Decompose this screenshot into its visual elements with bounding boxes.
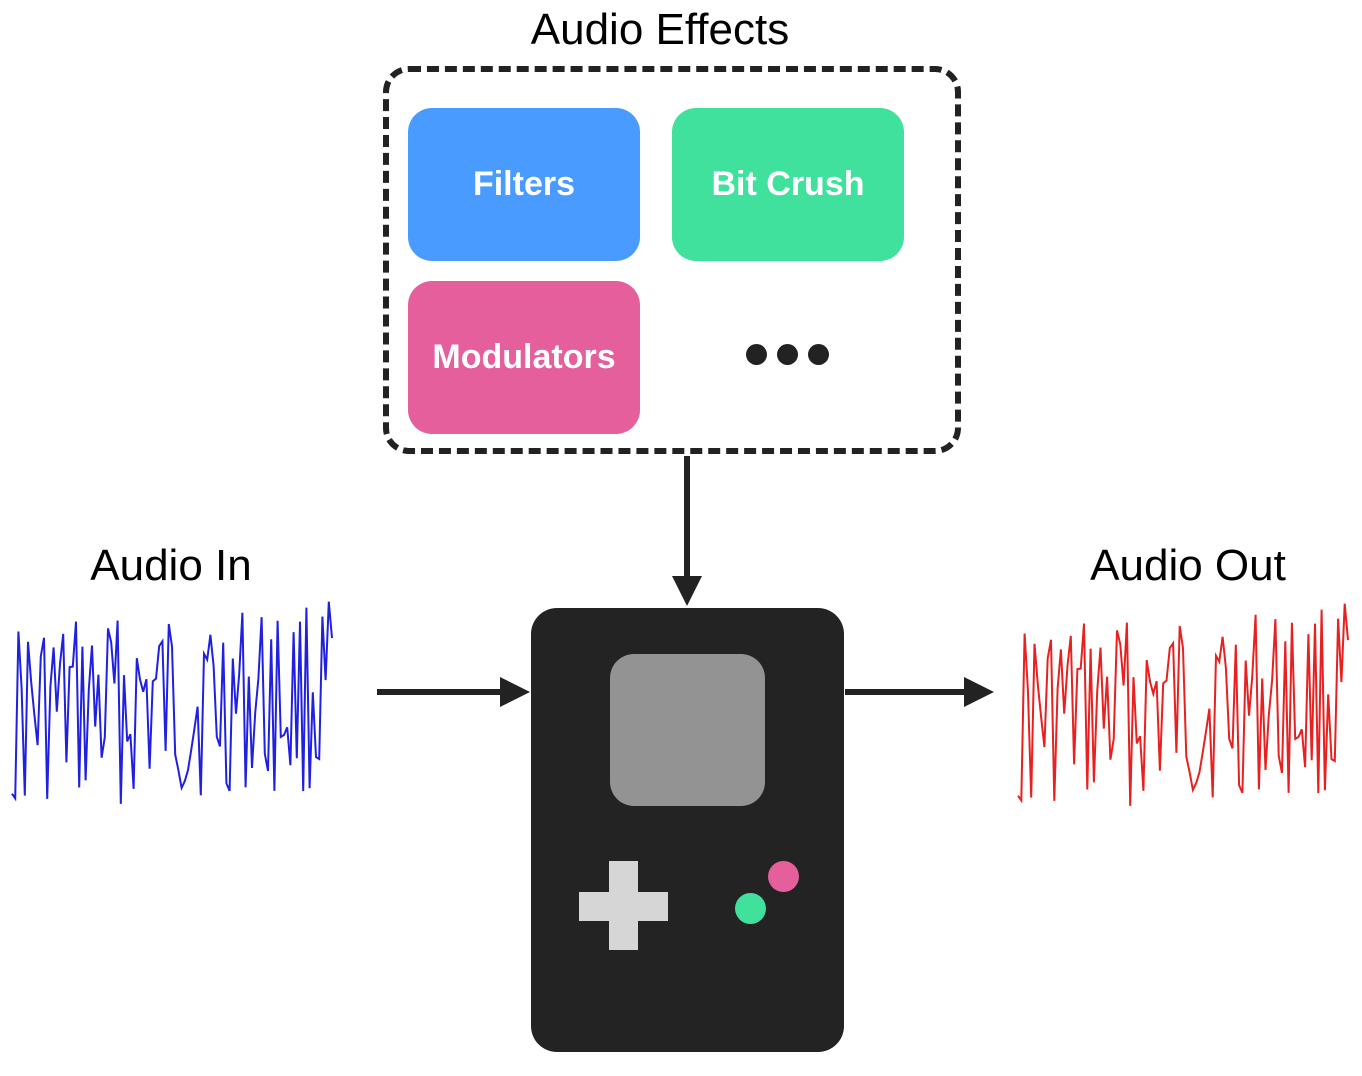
console-button-b (735, 893, 766, 924)
effect-tile-label: Modulators (432, 338, 616, 376)
audio-in-waveform (11, 601, 333, 804)
ellipsis-icon (746, 344, 829, 365)
audio-effects-group (383, 66, 961, 454)
ellipsis-dot (777, 344, 798, 365)
audio-in-label: Audio In (90, 541, 252, 590)
arrowhead (500, 677, 530, 707)
effect-tile-filters[interactable]: Filters (408, 108, 640, 261)
arrowhead (672, 576, 702, 606)
ellipsis-dot (808, 344, 829, 365)
audio-out-label: Audio Out (1090, 541, 1286, 590)
effect-tile-label: Filters (472, 165, 576, 203)
console-screen (610, 654, 765, 806)
arrowhead (964, 677, 994, 707)
handheld-game-console-icon (531, 608, 844, 1052)
audio-out-waveform (1017, 603, 1349, 806)
ellipsis-dot (746, 344, 767, 365)
console-button-a (768, 861, 799, 892)
effect-tile-label: Bit Crush (711, 165, 865, 203)
effect-tile-modulators[interactable]: Modulators (408, 281, 640, 434)
effect-tile-bit-crush[interactable]: Bit Crush (672, 108, 904, 261)
audio-effects-title: Audio Effects (530, 5, 790, 54)
arrows (377, 456, 994, 707)
dpad-icon (609, 861, 638, 950)
